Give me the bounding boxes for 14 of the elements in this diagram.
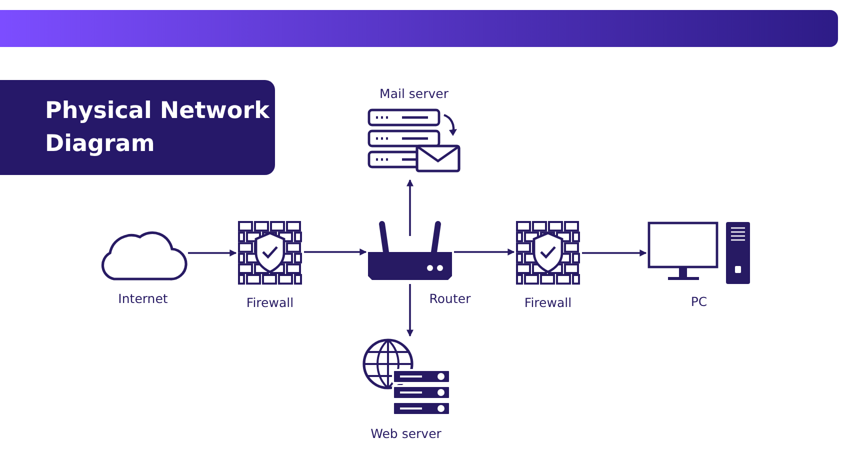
- arrow: [582, 250, 647, 256]
- node-label: Internet: [118, 291, 168, 306]
- node-label: Firewall: [246, 295, 294, 310]
- node-label: Mail server: [380, 86, 448, 101]
- arrow: [406, 284, 414, 337]
- arrow: [304, 248, 367, 256]
- node-label: PC: [690, 294, 708, 309]
- arrow: [454, 248, 515, 256]
- node-label: Router: [429, 291, 471, 306]
- title-banner: Physical Network Diagram: [0, 80, 275, 175]
- node-label: Web server: [370, 426, 442, 441]
- node-label: Firewall: [524, 295, 572, 310]
- arrow: [188, 250, 237, 256]
- arrow: [406, 179, 414, 236]
